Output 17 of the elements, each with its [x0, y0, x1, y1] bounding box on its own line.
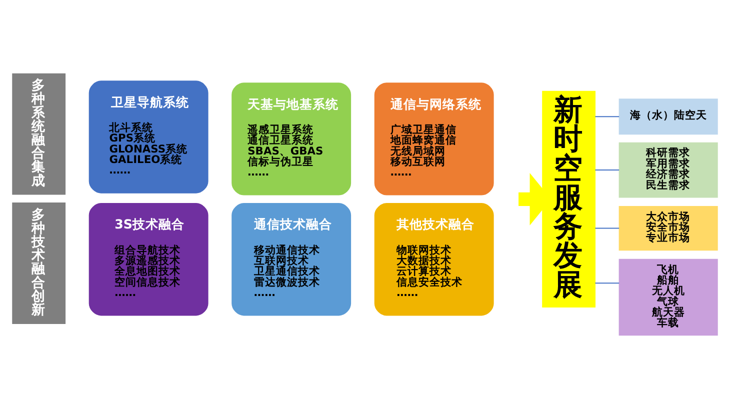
node-box: 多种系统融合集成 — [12, 72, 66, 194]
node-box: 大众市场 安全市场 专业市场 — [618, 205, 718, 250]
node-box: 卫星导航系统 北斗系统 GPS系统 GLONASS系统 GALILEO系统 …… — [88, 80, 208, 193]
node-box: 天基与地基系统 遥感卫星系统 通信卫星系统 SBAS、GBAS 信标与伪卫星 …… — [232, 82, 352, 195]
node-box: 海（水）陆空天 — [618, 98, 718, 134]
node-box: 多种技术融合创新 — [12, 202, 66, 324]
node-box: 科研需求 军用需求 经济需求 民生需求 — [618, 142, 718, 198]
node-box: 其他技术融合 物联网技术 大数据技术 云计算技术 信息安全技术 …… — [374, 202, 494, 316]
node-box: 通信与网络系统 广域卫星通信 地面蜂窝通信 无线局域网 移动互联网 …… — [374, 82, 494, 195]
connector — [594, 169, 620, 170]
node-box: 新时空服务发展 — [542, 90, 596, 307]
node-box: 通信技术融合 移动通信技术 互联网技术 卫星通信技术 雷达微波技术 …… — [232, 202, 352, 316]
connector — [594, 116, 620, 117]
connector — [594, 282, 620, 284]
node-box: 3S技术融合 组合导航技术 多源遥感技术 全息地图技术 空间信息技术 …… — [88, 202, 208, 316]
connector — [594, 227, 620, 228]
node-box: 飞机 船舶 无人机 气球 航天器 车载 — [618, 258, 718, 336]
